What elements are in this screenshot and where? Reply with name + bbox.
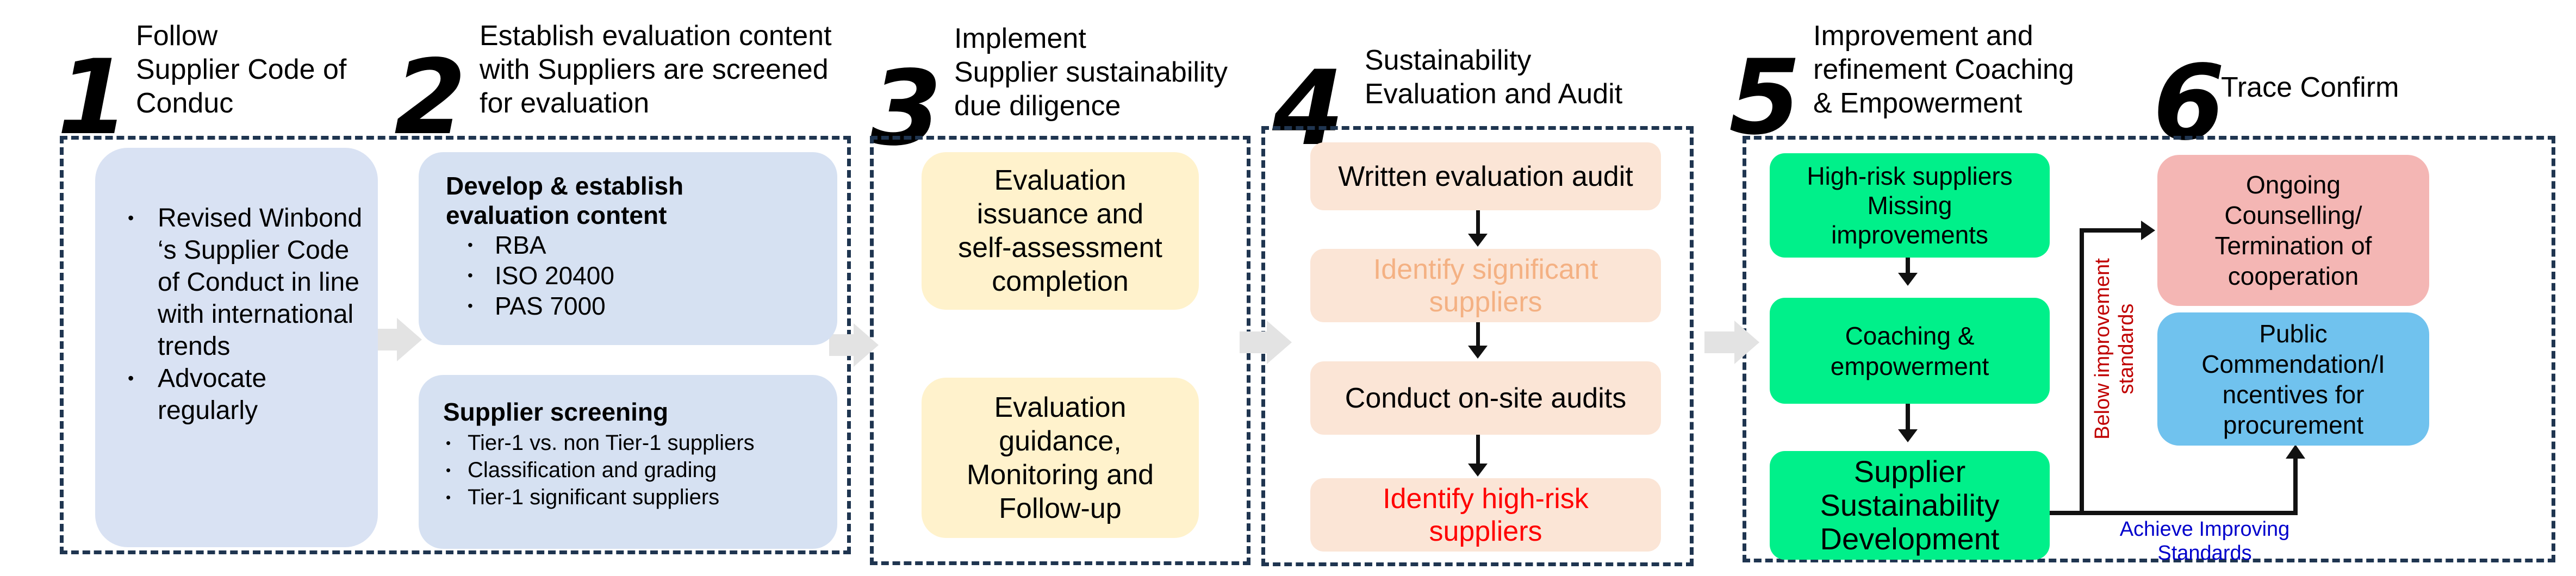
step-5-number: 5 xyxy=(1729,37,1801,158)
step-2-develop-item: •ISO 20400 xyxy=(468,261,614,290)
step-2-screening-item: •Tier-1 vs. non Tier-1 suppliers xyxy=(446,431,755,455)
step-5-arrow-2 xyxy=(1898,429,1918,442)
step-3-self-assessment-box: Evaluation issuance and self-assessment … xyxy=(922,152,1199,310)
step-5-development-box: Supplier Sustainability Development xyxy=(1770,451,2050,560)
step-4-onsite-audits-box: Conduct on-site audits xyxy=(1310,361,1661,435)
step-6-commendation-box: Public Commendation/I ncentives for proc… xyxy=(2157,312,2429,446)
step-6-title: Trace Confirm xyxy=(2221,72,2399,103)
step-2-number: 2 xyxy=(394,37,466,158)
step-1-bullet: • Advocate regularly xyxy=(128,364,267,425)
connector-achieve-vertical xyxy=(2293,456,2298,515)
arrow-to-counselling xyxy=(2141,221,2155,240)
step-6-counselling-box: Ongoing Counselling/ Termination of coop… xyxy=(2157,155,2429,306)
step-4-connector-3 xyxy=(1476,435,1480,465)
step-4-significant-suppliers-box: Identify significant suppliers xyxy=(1310,249,1661,322)
connector-below-horizontal xyxy=(2080,228,2142,233)
arrow-3-to-4 xyxy=(1240,321,1292,364)
step-1-bullet: •Revised Winbond ‘s Supplier Code of Con… xyxy=(128,204,363,361)
step-1-number: 1 xyxy=(57,37,129,158)
step-4-high-risk-box: Identify high-risk suppliers xyxy=(1310,478,1661,552)
arrow-2-to-3 xyxy=(829,323,879,367)
step-5-arrow-1 xyxy=(1898,273,1918,286)
step-4-arrow-1 xyxy=(1468,234,1488,247)
step-5-connector-1 xyxy=(1906,258,1910,274)
step-2-develop-item: •RBA xyxy=(468,231,546,259)
step-5-high-risk-box: High-risk suppliers Missing improvements xyxy=(1770,153,2050,258)
connector-development-horizontal xyxy=(2050,511,2297,515)
connector-below-vertical xyxy=(2080,228,2084,515)
step-2-screening-box: Supplier screening •Tier-1 vs. non Tier-… xyxy=(419,375,837,549)
step-4-written-audit-box: Written evaluation audit xyxy=(1310,142,1661,210)
step-4-arrow-3 xyxy=(1468,464,1488,477)
step-4-connector-2 xyxy=(1476,322,1480,347)
step-2-develop-box: Develop & establish evaluation content •… xyxy=(419,152,837,345)
step-3-title: Implement Supplier sustainability due di… xyxy=(954,23,1228,122)
step-1-box: •Revised Winbond ‘s Supplier Code of Con… xyxy=(95,148,378,547)
step-5-coaching-box: Coaching & empowerment xyxy=(1770,298,2050,404)
step-2-screening-item: •Tier-1 significant suppliers xyxy=(446,485,720,509)
step-3-number: 3 xyxy=(870,48,942,168)
step-1-title: Follow Supplier Code of Conduc xyxy=(136,20,347,119)
step-2-screening-item: •Classification and grading xyxy=(446,458,717,482)
step-3-monitoring-box: Evaluation guidance, Monitoring and Foll… xyxy=(922,378,1199,538)
step-4-connector-1 xyxy=(1476,210,1480,235)
step-1-bullets: •Revised Winbond ‘s Supplier Code of Con… xyxy=(117,202,367,427)
below-standards-label: Below improvement standards xyxy=(2091,258,2138,440)
step-2-title: Establish evaluation content with Suppli… xyxy=(480,20,832,119)
step-2-develop-item: •PAS 7000 xyxy=(468,292,606,320)
step-2-develop-title: Develop & establish evaluation content xyxy=(446,172,684,229)
achieve-standards-label: Achieve Improving Standards xyxy=(2119,518,2290,565)
step-5-connector-2 xyxy=(1906,404,1910,431)
step-4-arrow-2 xyxy=(1468,346,1488,359)
step-2-develop-list: •RBA •ISO 20400 •PAS 7000 xyxy=(462,230,821,321)
arrow-4-to-5 xyxy=(1704,321,1759,364)
step-5-title: Improvement and refinement Coaching & Em… xyxy=(1813,20,2074,119)
step-2-screening-title: Supplier screening xyxy=(443,398,669,426)
step-2-screening-list: •Tier-1 vs. non Tier-1 suppliers •Classi… xyxy=(443,429,821,511)
arrow-to-commendation xyxy=(2286,444,2305,459)
step-4-title: Sustainability Evaluation and Audit xyxy=(1365,45,1623,110)
